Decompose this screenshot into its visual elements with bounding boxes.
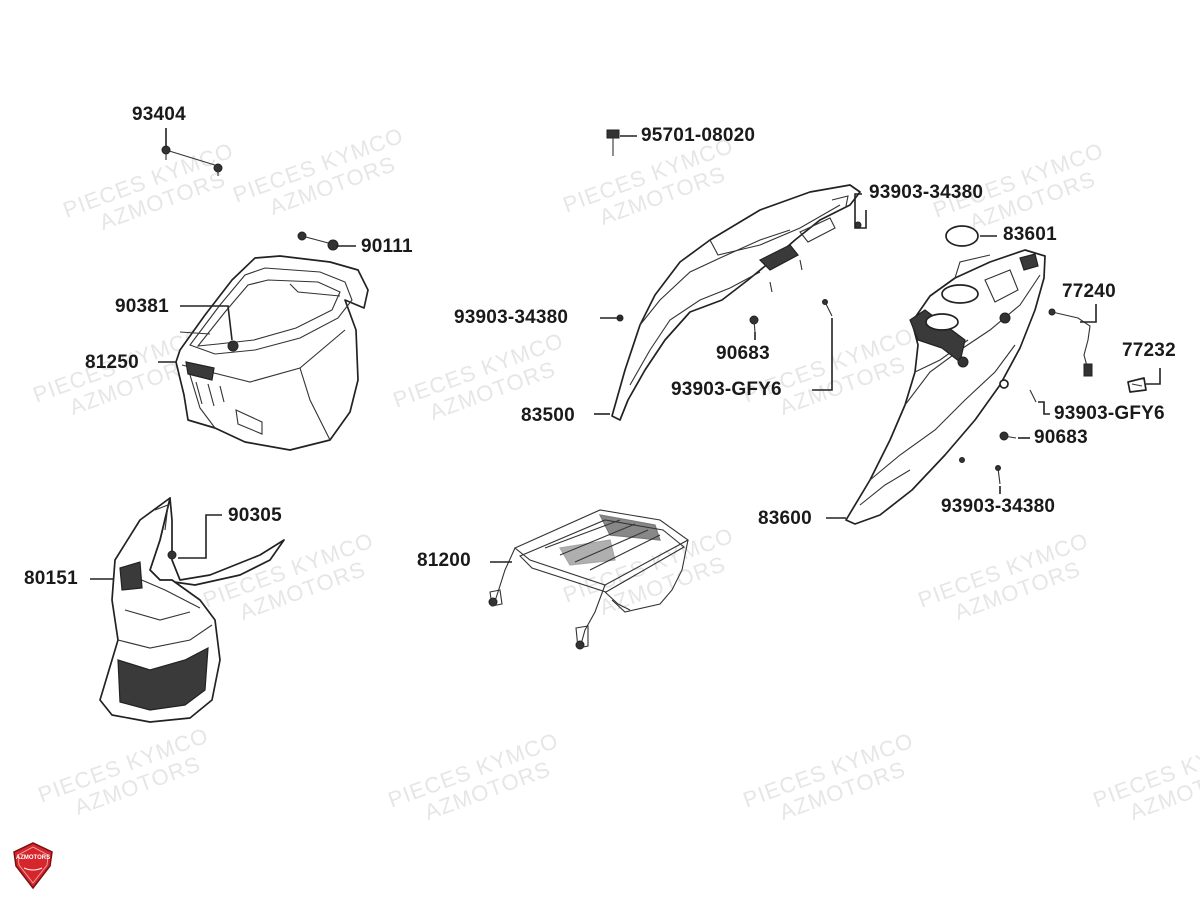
part-label-90683-left: 90683 [716, 343, 770, 364]
part-label-93903-gfy6-left: 93903-GFY6 [671, 379, 782, 400]
part-90683-a-drawing [749, 315, 759, 333]
part-77240-drawing [1048, 308, 1093, 377]
part-93903-gfy6-a-drawing [822, 299, 833, 317]
part-label-81250: 81250 [85, 352, 139, 373]
part-label-90111: 90111 [361, 236, 413, 257]
part-label-90305: 90305 [228, 505, 282, 526]
azmotors-logo: AZMOTORS [13, 842, 53, 890]
part-93404-drawing [161, 145, 223, 176]
part-label-95701-08020: 95701-08020 [641, 125, 756, 146]
part-label-81200: 81200 [417, 550, 471, 571]
part-93903-gfy6-b-drawing [1029, 389, 1037, 403]
part-label-83500: 83500 [521, 405, 575, 426]
part-81200-drawing [488, 509, 690, 650]
part-83601-drawing [945, 225, 979, 247]
part-label-93903-34380-left: 93903-34380 [454, 307, 569, 328]
leader-lines [90, 128, 1161, 580]
part-93903-34380-c-drawing [995, 465, 1001, 485]
small-clips [769, 259, 803, 293]
part-label-77232: 77232 [1122, 340, 1176, 361]
part-label-77240: 77240 [1062, 281, 1116, 302]
part-label-93903-34380-top: 93903-34380 [869, 182, 984, 203]
part-label-93903-gfy6-right: 93903-GFY6 [1054, 403, 1165, 424]
part-81250-drawing [175, 255, 369, 451]
part-label-80151: 80151 [24, 568, 78, 589]
logo-text: AZMOTORS [16, 855, 50, 861]
part-95701-drawing [606, 129, 620, 156]
part-label-93903-34380-bottom: 93903-34380 [941, 496, 1056, 517]
part-83600-drawing [845, 249, 1046, 525]
part-77232-drawing [1127, 377, 1147, 393]
part-label-90381: 90381 [115, 296, 169, 317]
part-label-93404: 93404 [132, 104, 186, 125]
part-label-83600: 83600 [758, 508, 812, 529]
part-label-90683-right: 90683 [1034, 427, 1088, 448]
part-90111-drawing [297, 231, 339, 251]
part-90683-b-drawing [999, 431, 1017, 441]
part-label-83601: 83601 [1003, 224, 1057, 245]
part-80151-drawing [99, 497, 285, 723]
